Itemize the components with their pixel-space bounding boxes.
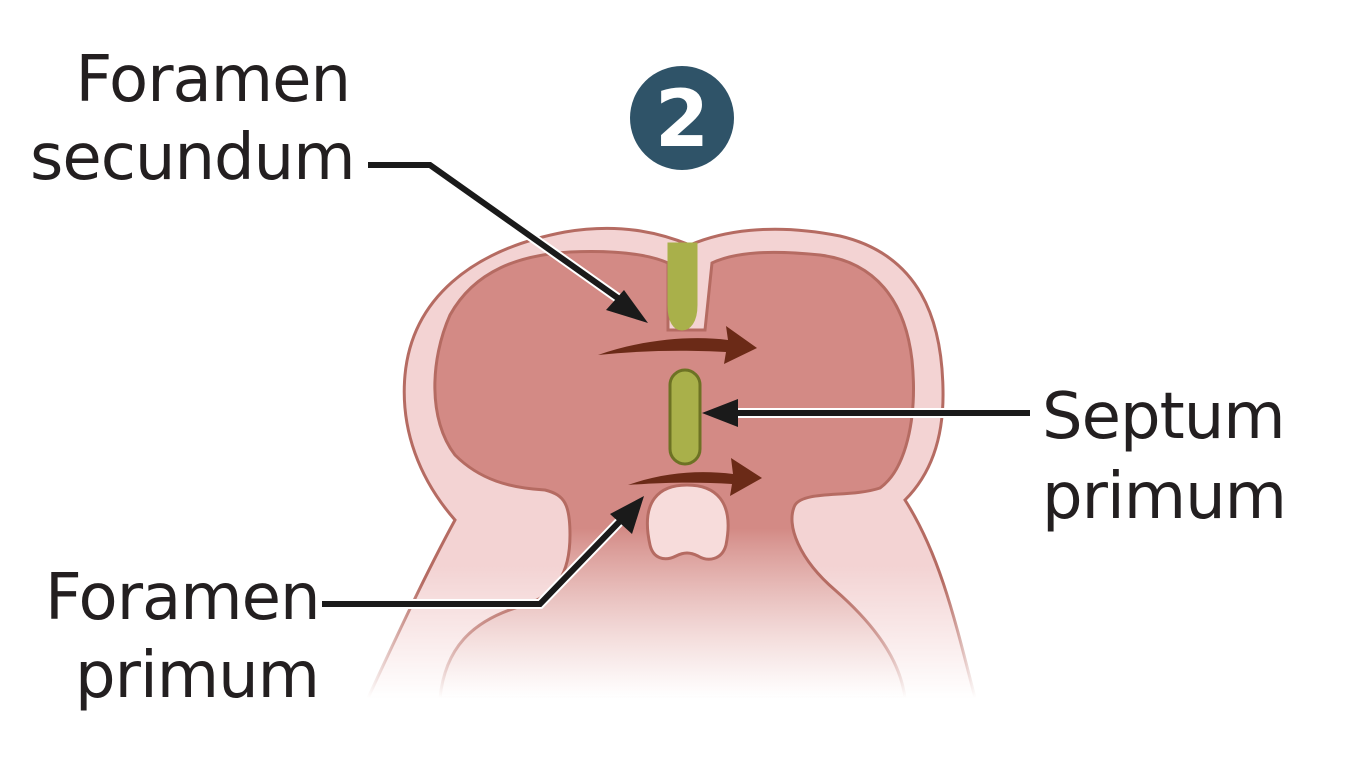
- step-badge: 2: [630, 66, 734, 170]
- upper-septum: [667, 242, 698, 331]
- endocardial-cushion: [645, 483, 730, 561]
- step-badge-circle: [630, 66, 734, 170]
- flow-arrow-upper: [598, 326, 757, 364]
- septum-primum-shape: [668, 368, 702, 466]
- foramen-secundum-label-line2: secundum: [30, 121, 356, 195]
- foramen-secundum-pointer: [368, 160, 648, 323]
- foramen-secundum-label-line1: Foramen: [75, 43, 352, 117]
- septum-primum-label-line1: Septum: [1042, 380, 1286, 454]
- foramen-primum-label-line1: Foramen: [45, 561, 321, 635]
- foramen-primum-pointer: [322, 496, 644, 609]
- septum-primum-label-line2: primum: [1042, 460, 1287, 534]
- step-number: 2: [655, 75, 709, 165]
- foramen-primum-label-line2: primum: [75, 639, 320, 713]
- flow-arrow-lower: [628, 458, 762, 496]
- septum-primum-pointer: [702, 399, 1030, 427]
